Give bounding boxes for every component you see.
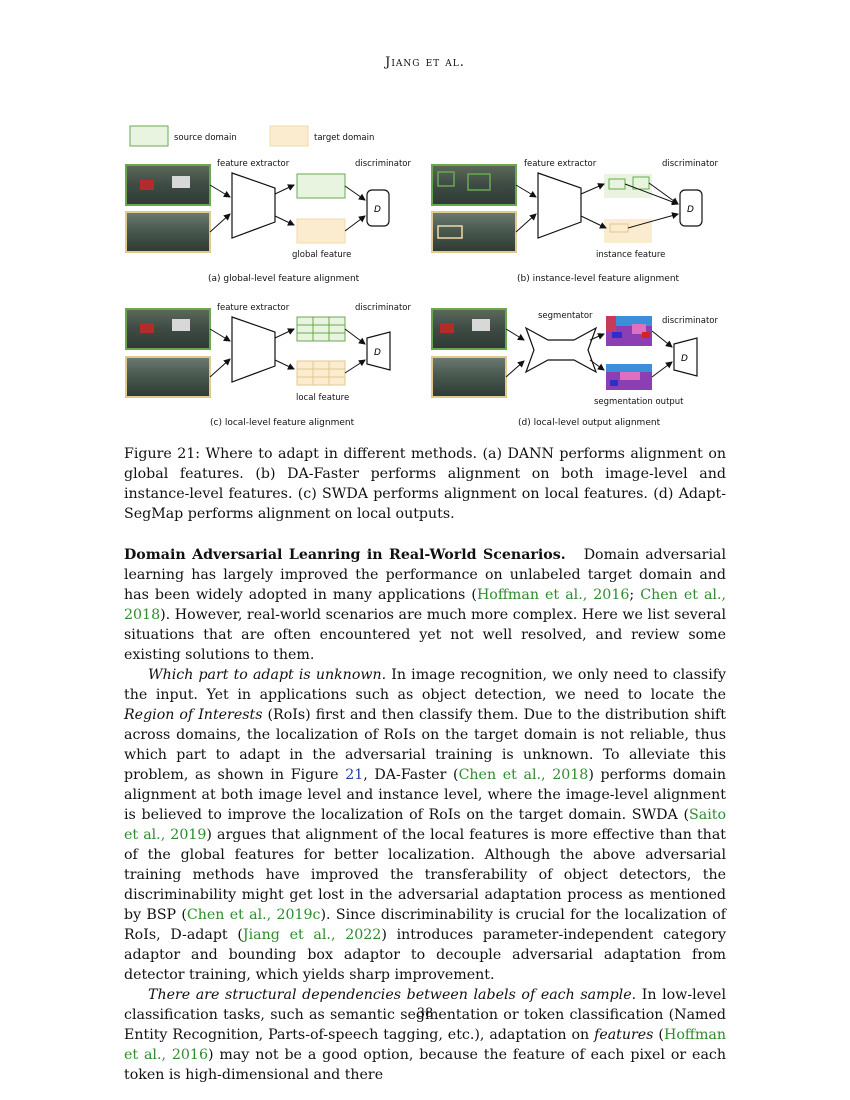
target-image [125, 356, 211, 398]
target-image [431, 211, 517, 253]
paragraph-1: Domain Adversarial Leanring in Real-Worl… [124, 545, 726, 665]
discriminator-box [679, 189, 703, 227]
discriminator-D: D [687, 205, 694, 215]
figure-diagram: source domain target domain feature extr… [125, 125, 718, 428]
feature-extractor-label: feature extractor [217, 303, 290, 313]
panel-c: feature extractor local feature D discri… [125, 303, 411, 428]
discriminator-D: D [681, 354, 688, 364]
source-global-feature [296, 173, 346, 199]
source-segmentation-map [606, 316, 652, 346]
p2-text: ). Since discriminability is crucial for… [124, 907, 727, 943]
discriminator-label: discriminator [662, 159, 718, 169]
caption-label: Figure 21: [124, 446, 201, 462]
discriminator-box [366, 189, 390, 227]
paragraph-3: There are structural dependencies betwee… [124, 985, 726, 1085]
feature-extractor-label: feature extractor [524, 159, 597, 169]
p3-lead: There are structural dependencies betwee… [148, 987, 637, 1003]
p2-text: ) performs domain alignment at both imag… [124, 767, 726, 823]
citation-link[interactable]: Hoffman et al., 2016 [476, 587, 630, 603]
instance-feature-label: instance feature [596, 250, 665, 260]
paragraph-2: Which part to adapt is unknown. In image… [124, 665, 726, 985]
source-image [125, 164, 211, 206]
panel-a: feature extractor global feature D discr… [125, 159, 411, 284]
target-local-feature-grid [296, 360, 346, 386]
discriminator-D: D [374, 348, 381, 358]
citation-link[interactable]: Jiang et al., 2022 [242, 927, 382, 943]
p2-text: , DA-Faster ( [363, 767, 459, 783]
local-feature-label: local feature [296, 393, 349, 403]
panel-b: feature extractor D discriminator instan… [431, 159, 718, 284]
source-image [431, 164, 517, 206]
citation-link[interactable]: Chen et al., 2019c [186, 907, 321, 923]
sub-caption-b: (b) instance-level feature alignment [517, 274, 680, 284]
feature-extractor-shape [231, 316, 276, 383]
figure-caption: Figure 21: Where to adapt in different m… [124, 444, 726, 524]
discriminator-label: discriminator [355, 303, 411, 313]
sub-caption-d: (d) local-level output alignment [518, 418, 661, 428]
target-image [125, 211, 211, 253]
legend-source-swatch [129, 125, 169, 147]
figure-ref-link[interactable]: 21 [345, 767, 364, 783]
legend-target-swatch [269, 125, 309, 147]
citation-link[interactable]: Chen et al., 2018 [124, 587, 726, 623]
discriminator-D: D [374, 205, 381, 215]
sub-caption-a: (a) global-level feature alignment [208, 274, 360, 284]
section-heading: Domain Adversarial Leanring in Real-Worl… [124, 547, 566, 563]
p1-text: Domain adversarial learning has largely … [124, 547, 726, 603]
segmentator-shape [524, 326, 598, 374]
sub-caption-c: (c) local-level feature alignment [210, 418, 355, 428]
feature-extractor-label: feature extractor [217, 159, 290, 169]
target-image [431, 356, 507, 398]
p1-text: ). However, real-world scenarios are muc… [124, 607, 726, 663]
feature-extractor-shape [231, 172, 276, 239]
source-image [125, 308, 211, 350]
p2-italic: Region of Interests [124, 707, 263, 723]
discriminator-label: discriminator [662, 316, 718, 326]
citation-link[interactable]: Saito et al., 2019 [124, 807, 726, 843]
segmentation-output-label: segmentation output [594, 397, 684, 407]
p2-text: ) introduces parameter-independent categ… [124, 927, 727, 983]
discriminator-shape [673, 337, 698, 377]
page-number: 38 [416, 1006, 434, 1021]
global-feature-label: global feature [292, 250, 351, 260]
discriminator-label: discriminator [355, 159, 411, 169]
running-head: Jiang et al. [385, 55, 465, 70]
p3-text: In low-level classification tasks, such … [124, 987, 726, 1043]
p2-text: In image recognition, we only need to cl… [124, 667, 726, 703]
p2-text: ) argues that alignment of the local fea… [124, 827, 726, 923]
p2-lead: Which part to adapt is unknown. [148, 667, 387, 683]
p2-text: (RoIs) first and then classify them. Due… [124, 707, 726, 783]
panel-d: segmentator segmentation output D discri… [431, 308, 718, 428]
legend-source-label: source domain [174, 133, 237, 143]
target-global-feature [296, 218, 346, 244]
target-segmentation-map [606, 364, 652, 390]
segmentator-label: segmentator [538, 311, 593, 321]
discriminator-shape [366, 331, 391, 371]
figure-21: source domain target domain feature extr… [120, 118, 730, 438]
p1-text: ; [629, 587, 641, 603]
p3-text: ( [653, 1027, 664, 1043]
legend-target-label: target domain [314, 133, 374, 143]
citation-link[interactable]: Hoffman et al., 2016 [124, 1027, 726, 1063]
source-local-feature-grid [296, 316, 346, 342]
body-text: Domain Adversarial Leanring in Real-Worl… [124, 545, 726, 1085]
citation-link[interactable]: Chen et al., 2018 [458, 767, 589, 783]
feature-extractor-shape [537, 172, 582, 239]
p3-text: ) may not be a good option, because the … [124, 1047, 726, 1083]
caption-text: Where to adapt in different methods. (a)… [124, 446, 726, 522]
p3-italic: features [594, 1027, 654, 1043]
